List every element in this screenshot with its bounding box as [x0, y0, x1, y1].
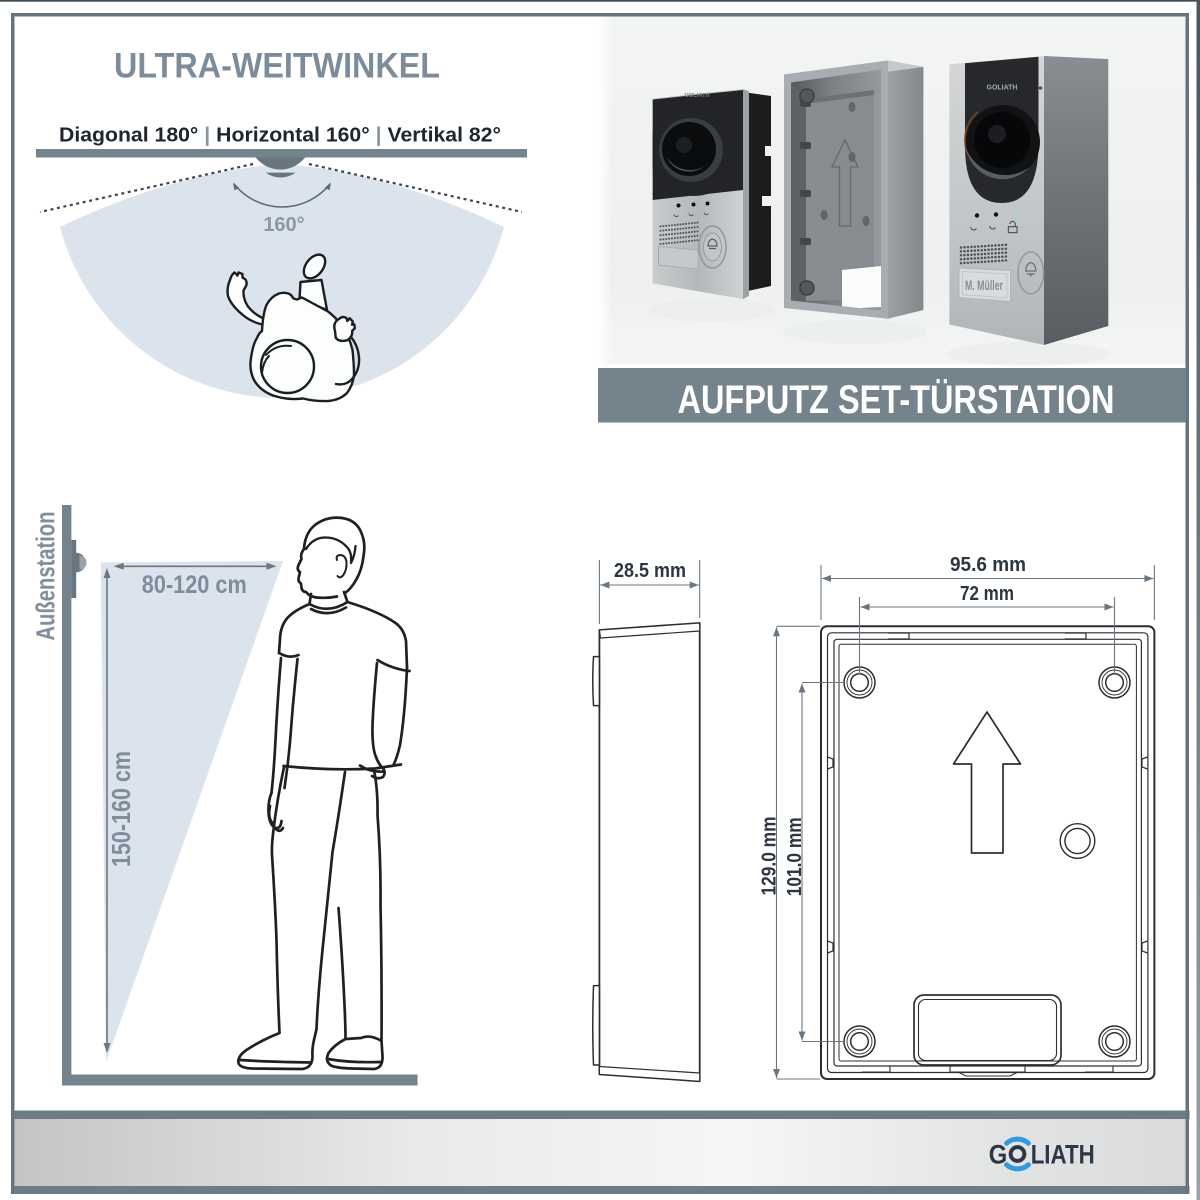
- svg-text:101.0 mm: 101.0 mm: [783, 817, 806, 896]
- svg-text:95.6 mm: 95.6 mm: [950, 553, 1026, 576]
- svg-text:72 mm: 72 mm: [960, 582, 1014, 605]
- svg-text:GOLIATH: GOLIATH: [987, 83, 1018, 92]
- svg-text:LIATH: LIATH: [1031, 1140, 1095, 1170]
- svg-text:28.5 mm: 28.5 mm: [614, 559, 686, 582]
- svg-text:Außenstation: Außenstation: [32, 512, 60, 641]
- svg-text:129.0 mm: 129.0 mm: [758, 817, 781, 896]
- svg-text:Diagonal 180° | Horizontal 160: Diagonal 180° | Horizontal 160° | Vertik…: [59, 124, 501, 147]
- svg-text:150-160 cm: 150-160 cm: [106, 751, 136, 867]
- svg-text:M. Müller: M. Müller: [965, 277, 1003, 293]
- svg-text:AUFPUTZ SET-TÜRSTATION: AUFPUTZ SET-TÜRSTATION: [678, 377, 1115, 422]
- svg-text:GOLIATH: GOLIATH: [685, 93, 710, 99]
- svg-text:G: G: [989, 1140, 1008, 1170]
- svg-text:160°: 160°: [263, 214, 304, 236]
- svg-text:ULTRA-WEITWINKEL: ULTRA-WEITWINKEL: [114, 47, 440, 86]
- svg-text:80-120 cm: 80-120 cm: [142, 571, 247, 599]
